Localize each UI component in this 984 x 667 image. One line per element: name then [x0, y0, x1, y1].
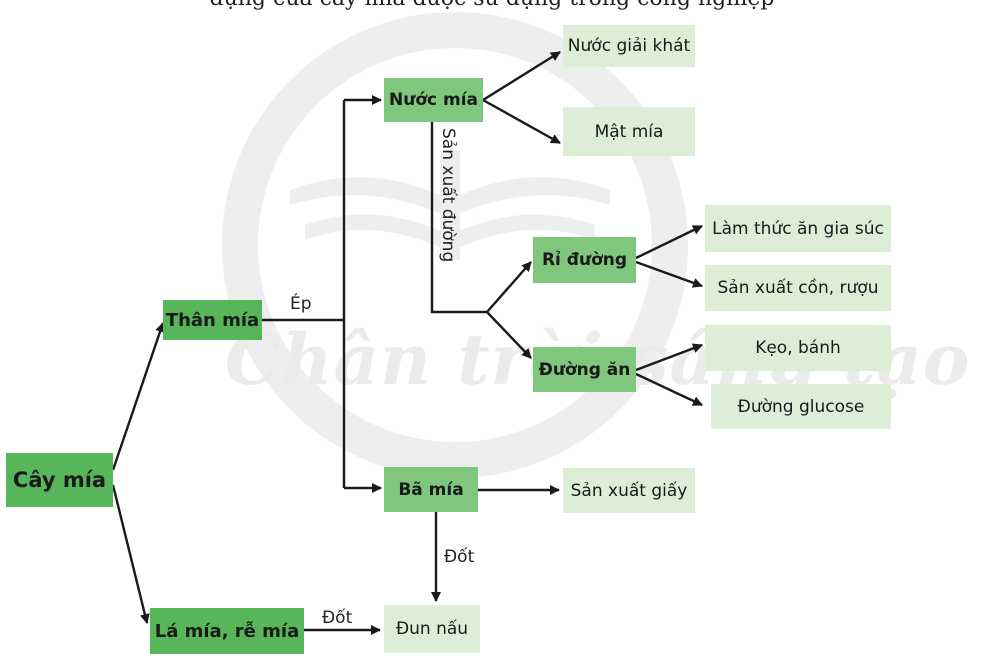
cut-off-caption: dụng của cây mía được sử dụng trong công… — [0, 0, 984, 11]
edge-split-duongan — [486, 311, 532, 359]
node-ba-mia: Bã mía — [384, 467, 478, 512]
edge-nuocmia-matmia — [482, 98, 561, 145]
label-san-xuat-duong: Sản xuất đường — [438, 128, 458, 263]
edge-caymia-thanmia — [111, 322, 165, 471]
edge-riduong-thucan — [635, 224, 703, 260]
edge-duongan-keo — [635, 343, 703, 372]
node-than-mia: Thân mía — [163, 300, 262, 340]
edge-riduong-conruou — [635, 260, 703, 288]
label-dot-bamia: Đốt — [444, 547, 475, 567]
edge-caymia-lamia — [111, 484, 150, 624]
node-nuoc-mia: Nước mía — [384, 78, 483, 122]
label-ep: Ép — [290, 294, 312, 314]
node-lam-thuc-an-gia-suc: Làm thức ăn gia súc — [705, 205, 891, 252]
node-cay-mia: Cây mía — [6, 453, 113, 507]
node-san-xuat-con-ruou: Sản xuất cồn, rượu — [705, 265, 891, 311]
edge-duongan-glucose — [635, 372, 703, 407]
node-ri-duong: Rỉ đường — [533, 237, 636, 283]
node-duong-an: Đường ăn — [533, 347, 636, 392]
edge-split-riduong — [486, 261, 532, 313]
node-mat-mia: Mật mía — [563, 107, 695, 156]
node-san-xuat-giay: Sản xuất giấy — [563, 468, 695, 513]
label-dot-lamia: Đốt — [322, 608, 353, 628]
node-la-mia-re-mia: Lá mía, rễ mía — [150, 608, 304, 654]
edge-nuocmia-sanxuatduong — [430, 122, 487, 314]
node-dun-nau: Đun nấu — [384, 605, 480, 653]
node-keo-banh: Kẹo, bánh — [705, 325, 891, 371]
node-duong-glucose: Đường glucose — [711, 384, 891, 429]
node-nuoc-giai-khat: Nước giải khát — [563, 25, 695, 67]
edge-nuocmia-giaikhat — [482, 50, 561, 102]
